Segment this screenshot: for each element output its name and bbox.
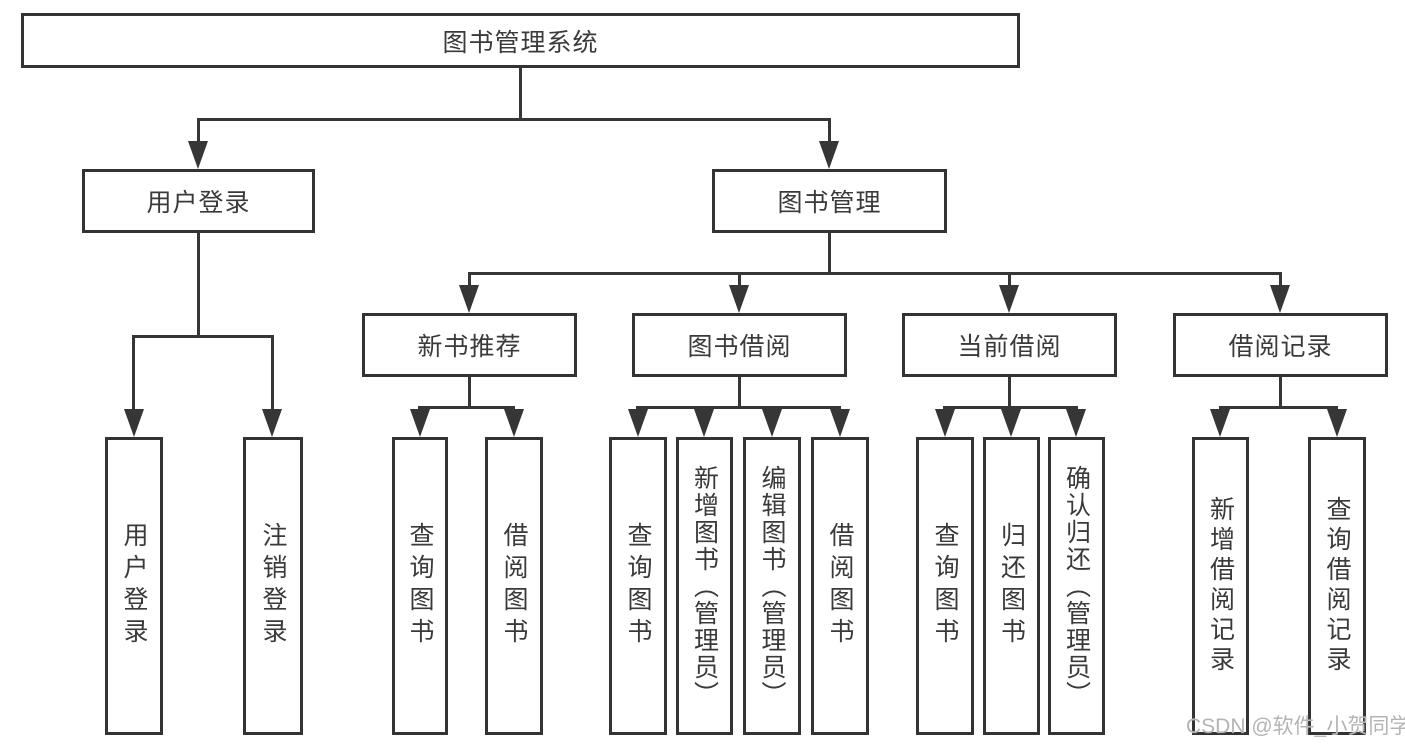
arrowhead-down-icon xyxy=(1210,409,1230,437)
leaf-bb-edit-books-admin-label: 编辑图书（管理员） xyxy=(758,464,786,708)
arrowhead-down-icon xyxy=(504,409,524,437)
arrowhead-down-icon xyxy=(188,141,208,169)
arrowhead-down-icon xyxy=(1001,409,1021,437)
arrowhead-down-icon xyxy=(1270,285,1290,313)
arrowhead-down-icon xyxy=(628,409,648,437)
node-book-borrowing: 图书借阅 xyxy=(632,313,847,377)
arrowhead-down-icon xyxy=(262,409,282,437)
node-book-management-label: 图书管理 xyxy=(777,189,882,217)
connector-line xyxy=(418,406,515,409)
node-new-book-recommend-label: 新书推荐 xyxy=(417,333,522,361)
leaf-br-add-record-label: 新增借阅记录 xyxy=(1206,496,1235,676)
connector-line xyxy=(828,233,831,272)
leaf-br-add-record: 新增借阅记录 xyxy=(1192,437,1249,735)
connector-line xyxy=(468,377,471,406)
node-root: 图书管理系统 xyxy=(21,13,1020,68)
leaf-logout-label: 注销登录 xyxy=(259,522,287,650)
arrowhead-down-icon xyxy=(410,409,430,437)
leaf-cb-return-books: 归还图书 xyxy=(983,437,1040,735)
connector-line xyxy=(738,272,741,287)
leaf-bb-query-books: 查询图书 xyxy=(609,437,667,735)
connector-line xyxy=(468,272,1282,275)
arrowhead-down-icon xyxy=(819,141,839,169)
leaf-bb-query-books-label: 查询图书 xyxy=(624,522,652,650)
connector-line xyxy=(1279,272,1282,287)
leaf-bb-edit-books-admin: 编辑图书（管理员） xyxy=(743,437,801,735)
connector-line xyxy=(271,335,274,411)
arrowhead-down-icon xyxy=(124,409,144,437)
arrowhead-down-icon xyxy=(729,285,749,313)
connector-line xyxy=(1219,406,1338,409)
leaf-bb-add-books-admin-label: 新增图书（管理员） xyxy=(690,464,719,708)
leaf-bb-borrow-books: 借阅图书 xyxy=(811,437,869,735)
connector-line xyxy=(519,68,522,118)
node-borrowing-records: 借阅记录 xyxy=(1173,313,1388,377)
leaf-user-login: 用户登录 xyxy=(105,437,163,735)
connector-line xyxy=(197,118,831,121)
connector-line xyxy=(197,233,200,335)
leaf-br-query-record: 查询借阅记录 xyxy=(1308,437,1366,735)
leaf-cb-query-books: 查询图书 xyxy=(916,437,974,735)
arrowhead-down-icon xyxy=(1327,409,1347,437)
arrowhead-down-icon xyxy=(1066,409,1086,437)
leaf-logout: 注销登录 xyxy=(243,437,303,735)
leaf-nbr-borrow-books-label: 借阅图书 xyxy=(500,522,528,650)
arrowhead-down-icon xyxy=(762,409,782,437)
connector-line xyxy=(132,335,135,411)
connector-line xyxy=(636,406,841,409)
leaf-cb-confirm-return-admin-label: 确认归还（管理员） xyxy=(1062,464,1091,708)
leaf-cb-return-books-label: 归还图书 xyxy=(997,522,1026,650)
leaf-nbr-borrow-books: 借阅图书 xyxy=(485,437,543,735)
connector-line xyxy=(132,335,274,338)
node-root-label: 图书管理系统 xyxy=(442,28,599,57)
leaf-nbr-query-books-label: 查询图书 xyxy=(406,522,434,650)
node-book-borrowing-label: 图书借阅 xyxy=(687,333,792,361)
arrowhead-down-icon xyxy=(999,285,1019,313)
node-current-borrowing-label: 当前借阅 xyxy=(957,333,1062,361)
connector-line xyxy=(1279,377,1282,406)
connector-line xyxy=(197,118,200,143)
leaf-br-query-record-label: 查询借阅记录 xyxy=(1323,496,1351,676)
node-borrowing-records-label: 借阅记录 xyxy=(1228,333,1333,361)
connector-line xyxy=(1008,377,1011,406)
node-user-login: 用户登录 xyxy=(82,169,315,233)
csdn-watermark: CSDN @软件_小贺同学 xyxy=(1186,715,1405,738)
connector-line xyxy=(468,272,471,287)
arrowhead-down-icon xyxy=(694,409,714,437)
node-book-management: 图书管理 xyxy=(712,169,947,233)
leaf-user-login-label: 用户登录 xyxy=(120,522,148,650)
leaf-nbr-query-books: 查询图书 xyxy=(392,437,448,735)
arrowhead-down-icon xyxy=(935,409,955,437)
leaf-cb-confirm-return-admin: 确认归还（管理员） xyxy=(1048,437,1105,735)
connector-line xyxy=(828,118,831,143)
arrowhead-down-icon xyxy=(830,409,850,437)
node-user-login-label: 用户登录 xyxy=(146,189,251,217)
leaf-cb-query-books-label: 查询图书 xyxy=(931,522,959,650)
leaf-bb-add-books-admin: 新增图书（管理员） xyxy=(676,437,733,735)
node-current-borrowing: 当前借阅 xyxy=(902,313,1117,377)
connector-line xyxy=(738,377,741,406)
arrowhead-down-icon xyxy=(459,285,479,313)
node-new-book-recommend: 新书推荐 xyxy=(362,313,577,377)
leaf-bb-borrow-books-label: 借阅图书 xyxy=(826,522,854,650)
connector-line xyxy=(1008,272,1011,287)
